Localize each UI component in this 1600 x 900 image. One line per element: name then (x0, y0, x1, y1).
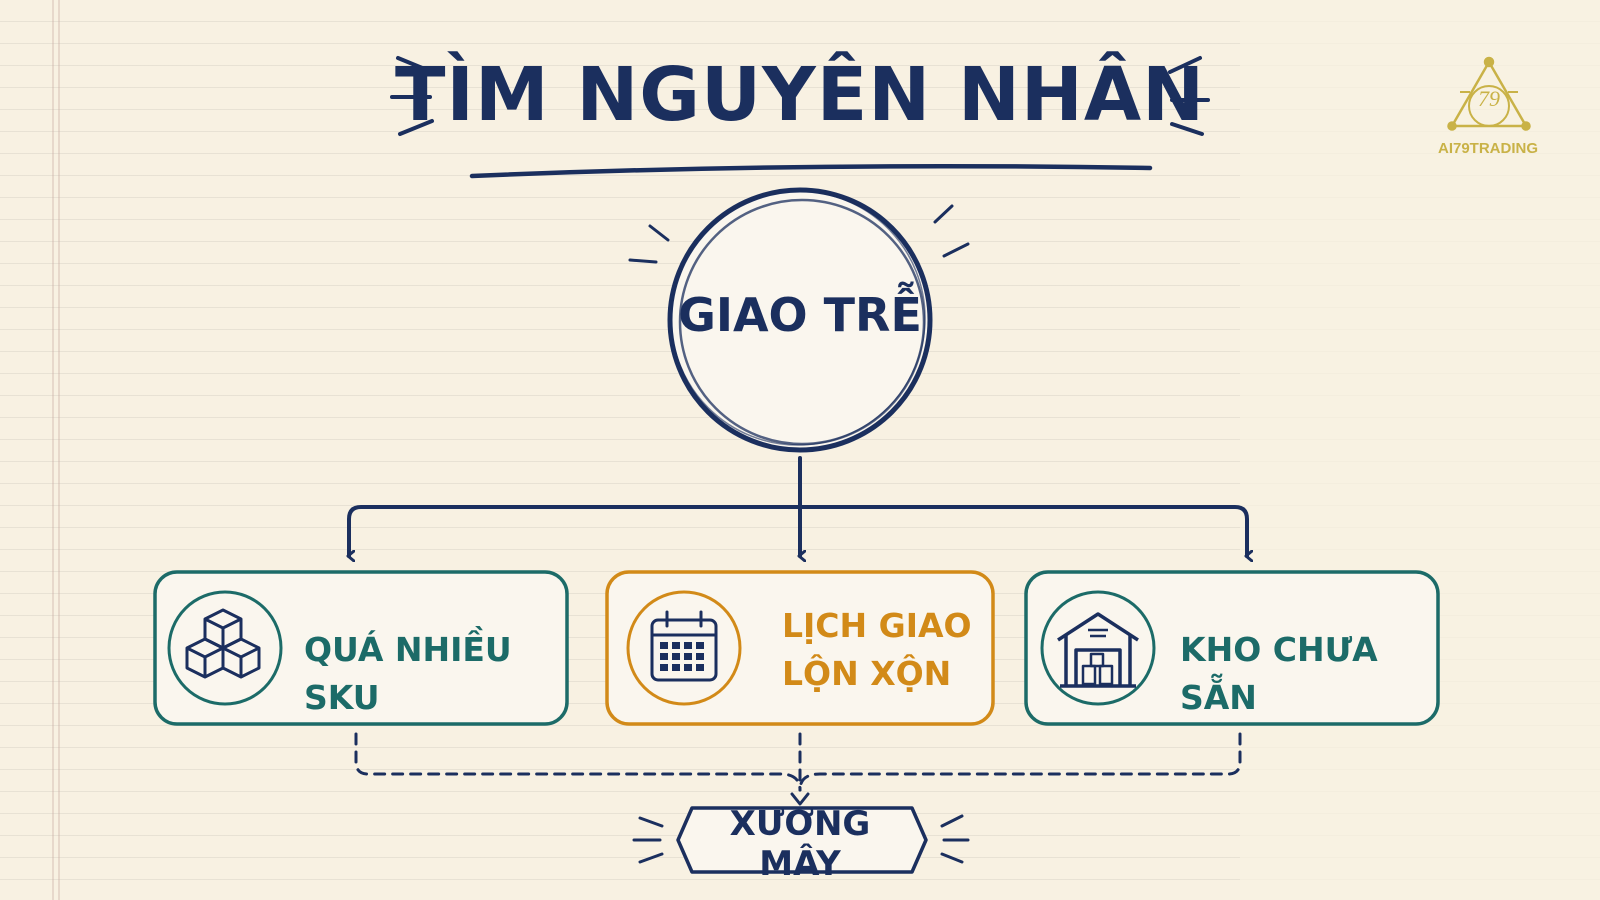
root-circle (667, 187, 933, 453)
logo-number: 79 (1478, 86, 1500, 111)
notebook-margin-line (58, 0, 60, 900)
branch-connectors (349, 456, 1247, 556)
title-emphasis-left (390, 56, 434, 136)
result-emphasis-strokes (632, 814, 970, 864)
page-title: TÌM NGUYÊN NHÂN (394, 52, 1206, 138)
result-label: XƯƠNG MÂY (729, 804, 871, 884)
warehouse-icon (1057, 612, 1139, 688)
title-underline (469, 163, 1153, 179)
title-emphasis-right (1168, 56, 1210, 136)
root-emphasis-strokes (628, 204, 970, 264)
result-tag-frame (676, 806, 928, 874)
dashed-merge-lines (354, 732, 1242, 792)
logo-text: AI79TRADING (1437, 140, 1538, 157)
icon-badge (1040, 590, 1156, 706)
cause-label-warehouse: KHO CHƯA SẴN (1180, 630, 1378, 717)
root-problem-label: GIAO TRỄ (678, 288, 922, 342)
merge-arrowhead (790, 792, 810, 806)
calendar-icon (650, 610, 718, 682)
cause-label-sku: QUÁ NHIỀU SKU (304, 630, 512, 717)
brand-logo-icon (1447, 56, 1531, 131)
paper-fade-area (1240, 0, 1600, 900)
cause-label-schedule: LỊCH GIAO LỘN XỘN (782, 602, 982, 698)
cause-label-line: LỊCH GIAO (782, 606, 972, 645)
boxes-icon (185, 608, 261, 679)
notebook-margin-line (52, 0, 54, 900)
cause-label-line: LỘN XỘN (782, 654, 952, 693)
calendar-grid (660, 642, 704, 671)
